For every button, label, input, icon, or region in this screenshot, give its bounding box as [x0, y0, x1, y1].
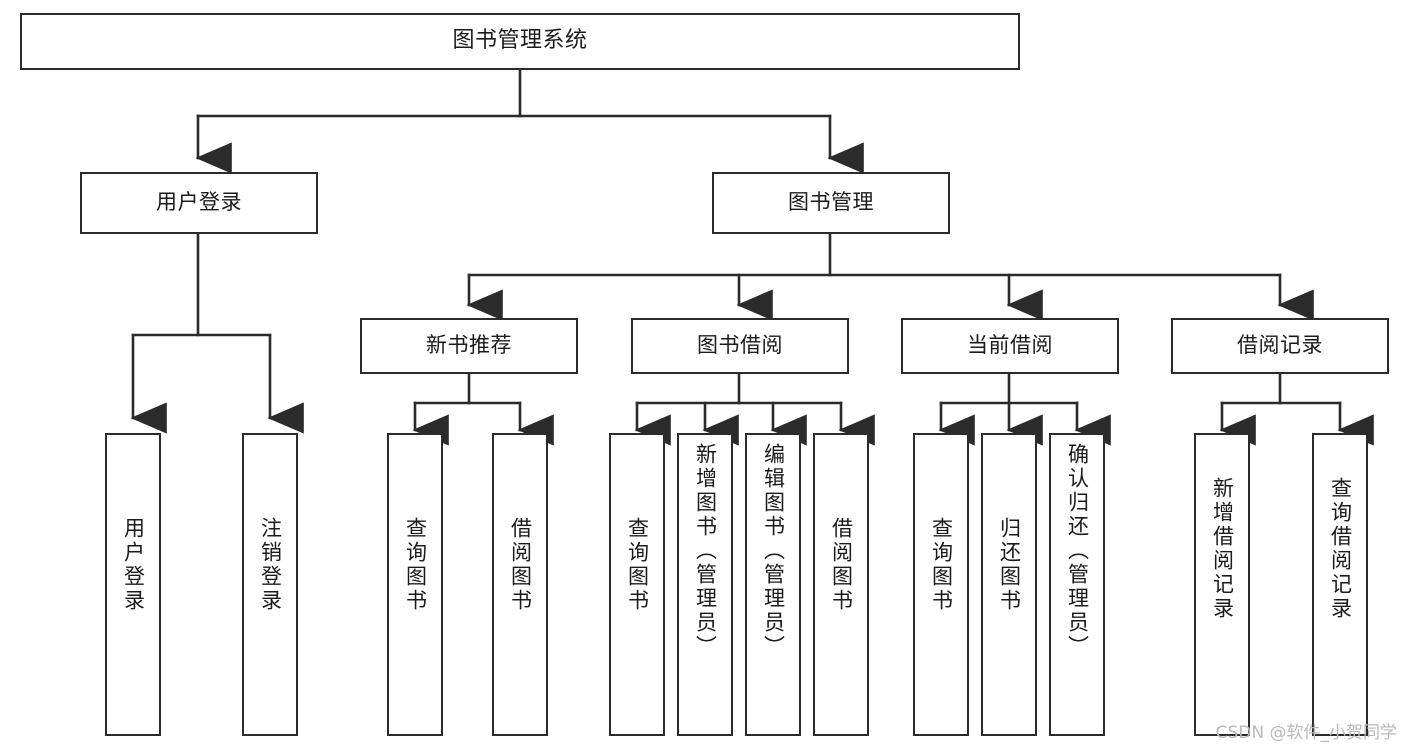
node-leaf-query-borrow-record[interactable]: 查询借阅记录 — [1312, 433, 1368, 736]
node-label: 新增借阅记录 — [1210, 477, 1235, 621]
node-leaf-confirm-return-admin[interactable]: 确认归还（管理员） — [1049, 433, 1105, 736]
node-label: 查询借阅记录 — [1328, 477, 1353, 621]
node-label: 查询图书 — [929, 517, 954, 613]
node-label: 图书管理系统 — [452, 28, 588, 54]
node-label: 图书管理 — [788, 190, 874, 215]
node-new-book-recommend[interactable]: 新书推荐 — [360, 318, 578, 374]
node-label: 当前借阅 — [967, 333, 1053, 358]
node-leaf-user-login[interactable]: 用户登录 — [105, 433, 161, 736]
node-leaf-borrow-book-2[interactable]: 借阅图书 — [813, 433, 869, 736]
node-label: 编辑图书（管理员） — [761, 443, 786, 659]
node-label: 借阅记录 — [1237, 333, 1323, 358]
node-leaf-user-logout[interactable]: 注销登录 — [242, 433, 298, 736]
node-leaf-return-book[interactable]: 归还图书 — [981, 433, 1037, 736]
node-leaf-query-book-1[interactable]: 查询图书 — [387, 433, 443, 736]
node-leaf-add-borrow-record[interactable]: 新增借阅记录 — [1194, 433, 1250, 736]
node-label: 用户登录 — [156, 190, 242, 215]
node-leaf-query-book-2[interactable]: 查询图书 — [609, 433, 665, 736]
node-label: 借阅图书 — [829, 517, 854, 613]
node-root-book-management-system[interactable]: 图书管理系统 — [20, 13, 1020, 70]
node-current-borrow[interactable]: 当前借阅 — [901, 318, 1119, 374]
node-leaf-edit-book-admin[interactable]: 编辑图书（管理员） — [745, 433, 801, 736]
node-label: 确认归还（管理员） — [1065, 443, 1090, 659]
node-label: 借阅图书 — [508, 517, 533, 613]
node-leaf-borrow-book-1[interactable]: 借阅图书 — [492, 433, 548, 736]
node-label: 图书借阅 — [697, 333, 783, 358]
node-label: 归还图书 — [997, 517, 1022, 613]
node-book-management[interactable]: 图书管理 — [712, 172, 950, 234]
node-user-login[interactable]: 用户登录 — [80, 172, 318, 234]
node-label: 注销登录 — [258, 517, 283, 613]
node-borrow-record[interactable]: 借阅记录 — [1171, 318, 1389, 374]
node-leaf-query-book-3[interactable]: 查询图书 — [913, 433, 969, 736]
node-leaf-add-book-admin[interactable]: 新增图书（管理员） — [677, 433, 733, 736]
node-book-borrow[interactable]: 图书借阅 — [631, 318, 849, 374]
node-label: 查询图书 — [625, 517, 650, 613]
watermark: CSDN @软件_小贺同学 — [1215, 723, 1397, 743]
node-label: 新书推荐 — [426, 333, 512, 358]
node-label: 查询图书 — [403, 517, 428, 613]
node-label: 新增图书（管理员） — [693, 443, 718, 659]
node-label: 用户登录 — [121, 517, 146, 613]
